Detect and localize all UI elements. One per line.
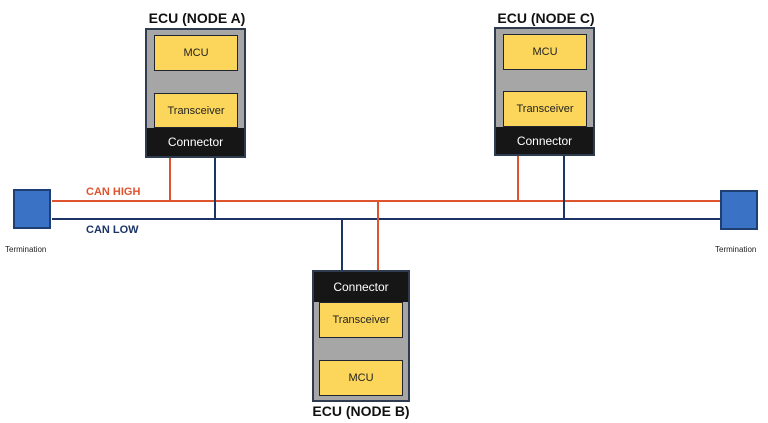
node-c-ecu: MCU Transceiver Connector <box>494 27 595 156</box>
node-a-title: ECU (NODE A) <box>148 10 246 26</box>
right-termination <box>720 190 758 230</box>
node-a-mcu: MCU <box>154 35 238 71</box>
left-termination-label: Termination <box>5 245 47 254</box>
node-a-connector: Connector <box>147 128 244 156</box>
node-a-transceiver: Transceiver <box>154 93 238 128</box>
node-b-connector: Connector <box>314 272 408 302</box>
node-b-mcu: MCU <box>319 360 403 396</box>
can-high-label: CAN HIGH <box>86 186 141 198</box>
node-c-connector: Connector <box>496 127 593 154</box>
right-termination-label: Termination <box>715 245 757 254</box>
can-low-label: CAN LOW <box>86 224 139 236</box>
node-b-transceiver: Transceiver <box>319 302 403 338</box>
node-b-ecu: Connector Transceiver MCU <box>312 270 410 402</box>
node-c-title: ECU (NODE C) <box>497 10 595 26</box>
node-a-ecu: MCU Transceiver Connector <box>145 28 246 158</box>
node-b-title: ECU (NODE B) <box>312 403 410 419</box>
left-termination <box>13 189 51 229</box>
node-c-mcu: MCU <box>503 34 587 70</box>
node-c-transceiver: Transceiver <box>503 91 587 127</box>
